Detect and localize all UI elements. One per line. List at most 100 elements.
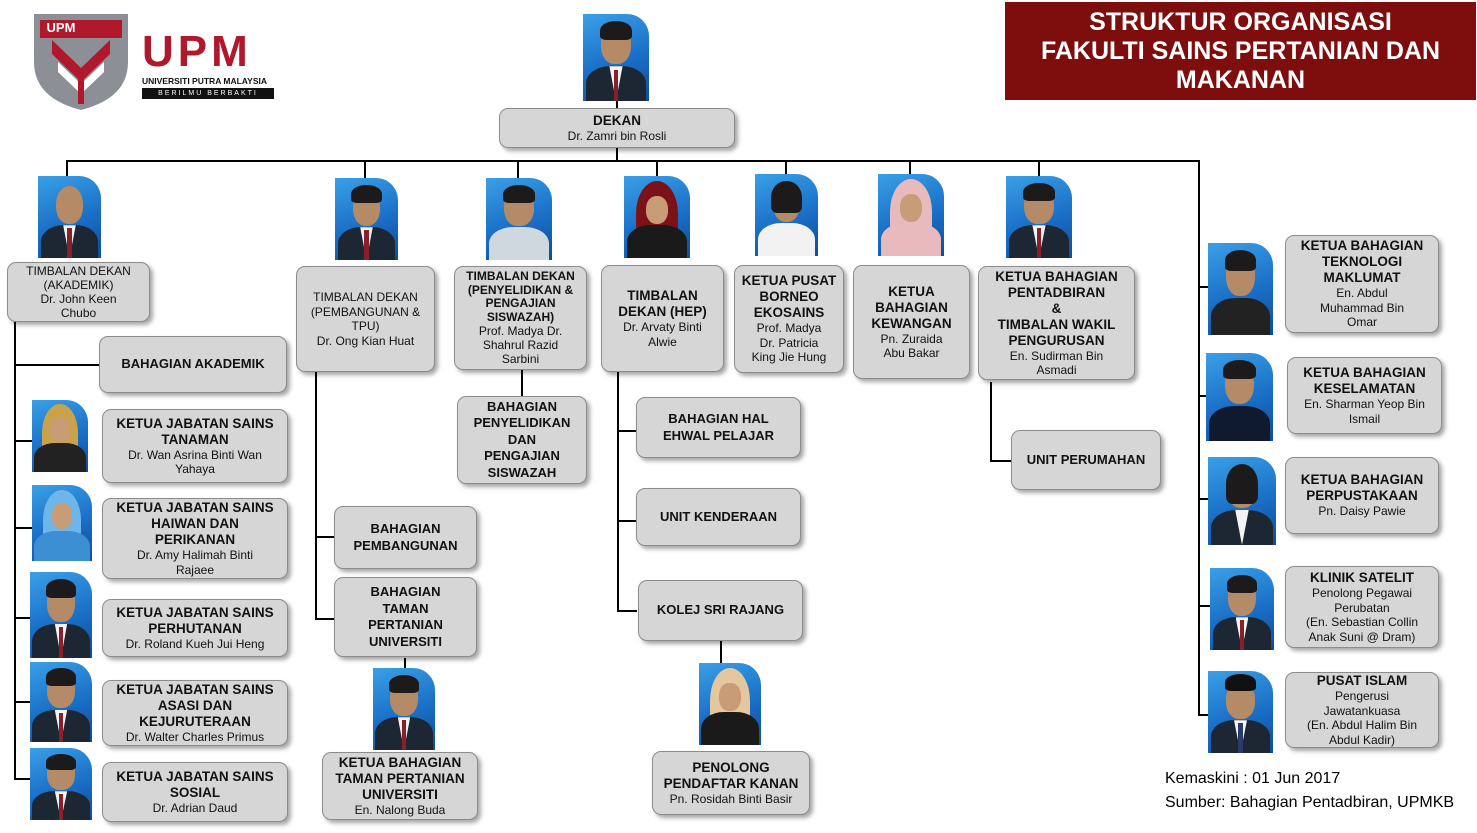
box-penolong-pendaftar: PENOLONG PENDAFTAR KANAN Pn. Rosidah Bin… (652, 751, 810, 815)
title-line-3: MAKANAN (1175, 65, 1306, 94)
ketua-pentadbiran-title: KETUA BAHAGIAN PENTADBIRAN & TIMBALAN WA… (995, 268, 1118, 348)
box-unit-perumahan: UNIT PERUMAHAN (1011, 430, 1161, 490)
td-pembangunan-title: TIMBALAN DEKAN (PEMBANGUNAN & TPU) (310, 290, 421, 333)
photo-pusat-islam (1208, 671, 1273, 753)
bahagian-taman-label: BAHAGIAN TAMAN PERTANIAN UNIVERSITI (368, 584, 443, 649)
jabatan-sosial-title: KETUA JABATAN SAINS SOSIAL (116, 768, 274, 800)
box-bahagian-hep: BAHAGIAN HAL EHWAL PELAJAR (636, 397, 801, 458)
jabatan-asasi-name: Dr. Walter Charles Primus (125, 729, 265, 744)
jabatan-tanaman-title: KETUA JABATAN SAINS TANAMAN (116, 415, 274, 447)
box-kolej-sri-rajang: KOLEJ SRI RAJANG (638, 580, 803, 641)
box-bahagian-taman: BAHAGIAN TAMAN PERTANIAN UNIVERSITI (334, 577, 477, 657)
upm-logo: UPM UPM UNIVERSITI PUTRA MALAYSIA BERILM… (30, 10, 275, 112)
jabatan-perhutanan-title: KETUA JABATAN SAINS PERHUTANAN (116, 604, 274, 636)
photo-td-pembangunan (335, 178, 398, 260)
jabatan-tanaman-name: Dr. Wan Asrina Binti Wan Yahaya (128, 447, 262, 477)
box-jabatan-sosial: KETUA JABATAN SAINS SOSIAL Dr. Adrian Da… (102, 762, 288, 822)
jabatan-perhutanan-name: Dr. Roland Kueh Jui Heng (125, 636, 265, 651)
updated-note: Kemaskini : 01 Jun 2017 (1165, 770, 1341, 787)
photo-klinik-satelit (1210, 568, 1274, 650)
box-jabatan-perhutanan: KETUA JABATAN SAINS PERHUTANAN Dr. Rolan… (102, 599, 288, 657)
photo-td-penyelidikan (486, 178, 552, 260)
td-pembangunan-name: Dr. Ong Kian Huat (316, 333, 415, 348)
source-note: Sumber: Bahagian Pentadbiran, UPMKB (1165, 794, 1455, 811)
bahagian-hep-label: BAHAGIAN HAL EHWAL PELAJAR (663, 411, 774, 443)
ketua-taman-name: En. Nalong Buda (354, 802, 446, 817)
box-bahagian-penyelidikan: BAHAGIAN PENYELIDIKAN DAN PENGAJIAN SISW… (457, 396, 587, 484)
box-pusat-islam: PUSAT ISLAM Pengerusi Jawatankuasa (En. … (1285, 672, 1439, 748)
ketua-keselamatan-title: KETUA BAHAGIAN KESELAMATAN (1303, 365, 1426, 396)
unit-perumahan-label: UNIT PERUMAHAN (1026, 451, 1146, 467)
photo-jabatan-tanaman (32, 400, 88, 472)
box-ketua-tm: KETUA BAHAGIAN TEKNOLOGI MAKLUMAT En. Ab… (1285, 235, 1439, 333)
pusat-islam-name: Pengerusi Jawatankuasa (En. Abdul Halim … (1306, 689, 1418, 747)
ketua-keselamatan-name: En. Sharman Yeop Bin Ismail (1304, 397, 1425, 426)
penolong-pendaftar-name: Pn. Rosidah Binti Basir (669, 791, 793, 806)
ketua-pentadbiran-name: En. Sudirman Bin Asmadi (1009, 348, 1104, 378)
ketua-borneo-title: KETUA PUSAT BORNEO EKOSAINS (741, 273, 837, 321)
ketua-borneo-name: Prof. Madya Dr. Patricia King Jie Hung (751, 321, 827, 365)
klinik-satelit-title: KLINIK SATELIT (1310, 570, 1414, 585)
box-jabatan-tanaman: KETUA JABATAN SAINS TANAMAN Dr. Wan Asri… (102, 409, 288, 483)
kolej-sri-rajang-label: KOLEJ SRI RAJANG (656, 602, 785, 618)
photo-ketua-pentadbiran (1006, 176, 1072, 258)
photo-td-akademik (38, 176, 101, 258)
ketua-perpustakaan-title: KETUA BAHAGIAN PERPUSTAKAAN (1300, 472, 1424, 504)
jabatan-haiwan-name: Dr. Amy Halimah Binti Rajaee (136, 548, 254, 577)
photo-ketua-taman (373, 668, 435, 750)
td-penyelidikan-name: Prof. Madya Dr. Shahrul Razid Sarbini (478, 324, 563, 366)
td-penyelidikan-title: TIMBALAN DEKAN (PENYELIDIKAN & PENGAJIAN… (466, 269, 575, 324)
photo-jabatan-haiwan (32, 485, 92, 561)
ketua-kewangan-title: KETUA BAHAGIAN KEWANGAN (871, 283, 952, 331)
jabatan-asasi-title: KETUA JABATAN SAINS ASASI DAN KEJURUTERA… (116, 681, 274, 729)
dekan-title: DEKAN (592, 112, 641, 128)
box-ketua-pentadbiran: KETUA BAHAGIAN PENTADBIRAN & TIMBALAN WA… (978, 266, 1135, 380)
dekan-box: DEKAN Dr. Zamri bin Rosli (499, 108, 735, 148)
box-td-penyelidikan: TIMBALAN DEKAN (PENYELIDIKAN & PENGAJIAN… (454, 266, 587, 370)
td-akademik-title: TIMBALAN DEKAN (AKADEMIK) (26, 263, 131, 292)
box-ketua-kewangan: KETUA BAHAGIAN KEWANGAN Pn. Zuraida Abu … (853, 265, 970, 379)
box-ketua-borneo: KETUA PUSAT BORNEO EKOSAINS Prof. Madya … (734, 265, 844, 373)
title-line-1: STRUKTUR ORGANISASI (1089, 7, 1392, 36)
box-jabatan-asasi: KETUA JABATAN SAINS ASASI DAN KEJURUTERA… (102, 680, 288, 746)
logo-wordmark: UPM (142, 27, 252, 76)
photo-jabatan-sosial (30, 748, 92, 820)
box-ketua-taman: KETUA BAHAGIAN TAMAN PERTANIAN UNIVERSIT… (322, 752, 478, 820)
ketua-taman-title: KETUA BAHAGIAN TAMAN PERTANIAN UNIVERSIT… (335, 754, 465, 802)
photo-ketua-borneo (755, 174, 818, 256)
box-bahagian-pembangunan: BAHAGIAN PEMBANGUNAN (334, 506, 477, 569)
photo-ketua-keselamatan (1206, 353, 1273, 441)
bahagian-penyelidikan-label: BAHAGIAN PENYELIDIKAN DAN PENGAJIAN SISW… (473, 398, 571, 480)
logo-motto: BERILMU BERBAKTI (142, 88, 274, 99)
ketua-kewangan-name: Pn. Zuraida Abu Bakar (880, 331, 943, 361)
photo-ketua-tm (1208, 243, 1273, 335)
klinik-satelit-name: Penolong Pegawai Perubatan (En. Sebastia… (1305, 586, 1419, 644)
bahagian-akademik-label: BAHAGIAN AKADEMIK (121, 356, 265, 372)
logo-university-name: UNIVERSITI PUTRA MALAYSIA (142, 76, 267, 86)
box-td-akademik: TIMBALAN DEKAN (AKADEMIK) Dr. John Keen … (7, 262, 150, 322)
td-hep-name: Dr. Arvaty Binti Alwie (623, 320, 702, 349)
box-unit-kenderaan: UNIT KENDERAAN (636, 488, 801, 546)
box-bahagian-akademik: BAHAGIAN AKADEMIK (99, 336, 287, 393)
penolong-pendaftar-title: PENOLONG PENDAFTAR KANAN (663, 759, 799, 791)
unit-kenderaan-label: UNIT KENDERAAN (660, 508, 777, 524)
box-ketua-keselamatan: KETUA BAHAGIAN KESELAMATAN En. Sharman Y… (1287, 357, 1442, 434)
box-klinik-satelit: KLINIK SATELIT Penolong Pegawai Perubata… (1285, 566, 1439, 648)
dekan-photo (583, 14, 649, 101)
jabatan-sosial-name: Dr. Adrian Daud (152, 800, 238, 815)
jabatan-haiwan-title: KETUA JABATAN SAINS HAIWAN DAN PERIKANAN (116, 500, 274, 547)
photo-penolong-pendaftar (699, 663, 761, 745)
bahagian-pembangunan-label: BAHAGIAN PEMBANGUNAN (353, 521, 458, 553)
pusat-islam-title: PUSAT ISLAM (1316, 673, 1408, 688)
box-td-pembangunan: TIMBALAN DEKAN (PEMBANGUNAN & TPU) Dr. O… (296, 266, 435, 372)
photo-ketua-kewangan (878, 174, 944, 256)
photo-jabatan-asasi (30, 662, 92, 742)
upm-shield-icon (34, 14, 128, 110)
photo-ketua-perpustakaan (1208, 457, 1276, 545)
ketua-perpustakaan-name: Pn. Daisy Pawie (1318, 504, 1406, 519)
box-jabatan-haiwan: KETUA JABATAN SAINS HAIWAN DAN PERIKANAN… (102, 498, 288, 579)
logo-shield-text: UPM (46, 20, 76, 35)
photo-td-hep (624, 176, 690, 258)
td-hep-title: TIMBALAN DEKAN (HEP) (618, 288, 707, 319)
td-akademik-name: Dr. John Keen Chubo (40, 291, 117, 321)
